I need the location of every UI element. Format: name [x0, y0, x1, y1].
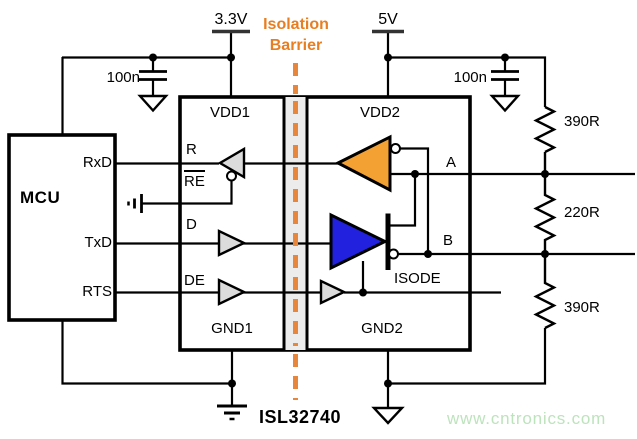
rail-5v — [388, 56, 547, 107]
pin-label-gnd2: GND2 — [361, 320, 403, 337]
driver-buffer-de-icon — [217, 278, 247, 306]
chip-part-number: ISL32740 — [259, 407, 342, 427]
ground-symbol-re — [127, 194, 143, 213]
supply-label-3v3: 3.3V — [214, 11, 248, 28]
termination-resistors — [533, 105, 557, 330]
pin-label-re-text: RE — [184, 170, 205, 190]
wire-receiver-in-b — [400, 147, 430, 254]
pin-label-vdd2: VDD2 — [359, 104, 400, 121]
wire-driver-out-a — [387, 174, 417, 227]
ground-symbol-left-cap — [137, 94, 169, 113]
wire-re-to-ground — [142, 181, 233, 205]
cap-left-value: 100n — [106, 69, 140, 86]
rs485-driver-blue-icon — [329, 212, 389, 271]
signal-wires — [61, 147, 635, 408]
power-wires — [61, 32, 547, 136]
supply-label-5v: 5V — [378, 11, 398, 28]
resistor-value-middle: 220R — [564, 204, 600, 221]
pin-label-vdd1: VDD1 — [209, 104, 250, 121]
isode-buffer-icon — [319, 279, 347, 305]
junction-dots — [149, 53, 549, 388]
receiver-invert-bubble-icon — [390, 143, 401, 154]
driver-invert-bubble-icon — [388, 248, 399, 260]
cap-right-value: 100n — [453, 69, 487, 86]
re-invert-bubble-icon — [226, 170, 237, 182]
pin-label-re: RE — [184, 170, 205, 191]
pin-label-r: R — [186, 141, 197, 158]
wire-mcu-gnd — [61, 320, 232, 385]
mcu-title: MCU — [20, 188, 61, 207]
isolation-barrier-label-line2: Barrier — [269, 37, 323, 54]
ground-symbol-right-cap — [489, 94, 521, 113]
wire-termination-gnd — [388, 328, 547, 385]
pin-label-d: D — [186, 216, 197, 233]
pin-label-b: B — [443, 232, 454, 249]
resistor-220R-middle — [533, 174, 557, 254]
rs485-receiver-orange-icon — [334, 134, 392, 193]
driver-buffer-d-icon — [217, 229, 247, 257]
isolator-chip-box — [178, 95, 472, 352]
cap-left — [139, 57, 167, 96]
isolation-barrier-label-line1: Isolation — [263, 16, 329, 33]
mcu-pin-rts: RTS — [82, 283, 112, 300]
resistor-390R-top — [533, 105, 557, 174]
mcu-pin-rxd: RxD — [82, 154, 112, 171]
cap-right — [491, 57, 519, 96]
ground-symbol-gnd2 — [371, 406, 405, 425]
mcu-pin-txd: TxD — [84, 234, 113, 251]
pin-label-isode: ISODE — [394, 270, 441, 287]
pin-label-de: DE — [184, 272, 205, 289]
resistor-value-top: 390R — [564, 113, 600, 130]
ground-symbol-gnd1 — [217, 404, 247, 421]
mcu-box — [7, 133, 117, 322]
pin-label-a: A — [446, 154, 457, 171]
watermark-text: www.cntronics.com — [447, 409, 607, 428]
resistor-value-bottom: 390R — [564, 299, 600, 316]
resistor-390R-bottom — [533, 254, 557, 330]
pin-label-gnd1: GND1 — [211, 320, 253, 337]
receiver-buffer-r-icon — [217, 146, 246, 180]
